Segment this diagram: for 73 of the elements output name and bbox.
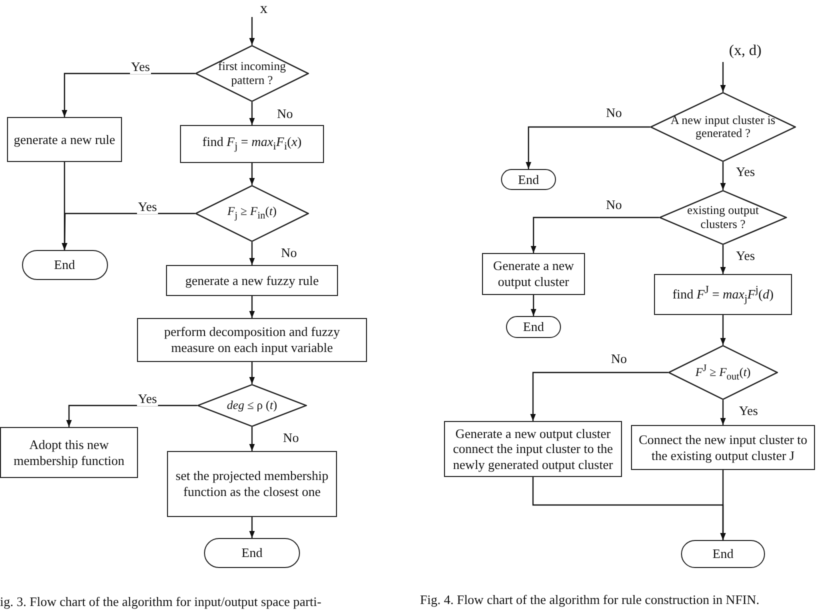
arrow	[62, 72, 195, 117]
arrow	[720, 315, 726, 345]
node-text: End	[712, 546, 734, 562]
arrow	[720, 245, 726, 274]
terminal-box	[501, 169, 556, 190]
process-box	[444, 421, 622, 477]
node-text: generate a new fuzzy rule	[185, 272, 319, 288]
node-text: Generate a new output cluster connect the input cluster to the newly generated output cluster	[452, 426, 614, 472]
arrow	[66, 404, 197, 427]
edge-label: Yes	[735, 165, 756, 180]
arrow	[249, 517, 255, 538]
edge-label: Yes	[735, 249, 756, 264]
process-box	[7, 117, 122, 162]
process-box	[0, 427, 138, 478]
arrow	[720, 62, 726, 92]
edge-label: Yes	[137, 200, 158, 214]
terminal-box	[506, 316, 561, 338]
process-box	[166, 265, 338, 296]
edge-label: No	[605, 106, 623, 120]
node-text: A new input cluster is generated ?	[670, 114, 776, 140]
terminal-box	[22, 250, 108, 280]
process-box	[137, 318, 367, 362]
node-text: Generate a new output cluster	[492, 258, 575, 290]
arrow	[249, 102, 255, 125]
arrow	[249, 242, 255, 265]
terminal-box	[204, 538, 300, 568]
terminal-box	[681, 540, 765, 568]
input-label: (x, d)	[729, 42, 762, 60]
node-text: F$_{j}$ ≥ F$_{in}$(t)	[226, 205, 278, 222]
figure-caption: Fig. 4. Flow chart of the algorithm for rule construction in NFIN.	[420, 592, 760, 608]
arrow	[526, 126, 650, 169]
node-text: Connect the new input cluster to the existing output cluster J	[638, 432, 808, 464]
arrow	[720, 162, 726, 190]
arrow	[249, 163, 255, 185]
node-text: End	[242, 545, 262, 561]
arrow	[249, 362, 255, 384]
process-box	[167, 451, 337, 517]
edge-label: Yes	[130, 60, 151, 74]
edge-label: No	[276, 107, 294, 122]
edge-label: Yes	[137, 392, 158, 406]
node-text: End	[518, 172, 539, 188]
edge-label: No	[605, 198, 623, 212]
edge-label: No	[282, 431, 300, 446]
input-label: x	[260, 0, 268, 18]
node-text: End	[523, 319, 544, 335]
arrow	[530, 295, 536, 316]
node-text: set the projected membership function as the closest one	[174, 468, 330, 500]
node-text: existing output clusters ?	[686, 204, 760, 231]
arrow	[530, 216, 659, 253]
node-text: perform decomposition and fuzzy measure on each input variable	[163, 324, 341, 356]
arrow	[249, 427, 255, 451]
edge-label: Yes	[738, 404, 759, 418]
node-text: deg ≤ ρ (t)	[226, 398, 278, 412]
arrow	[720, 470, 726, 540]
edge-label: No	[280, 246, 298, 260]
node-text: End	[54, 257, 75, 273]
process-box	[180, 125, 324, 163]
node-text: generate a new rule	[14, 132, 116, 148]
process-box	[631, 425, 815, 470]
arrow	[720, 400, 726, 425]
arrow	[249, 296, 255, 318]
arrow	[62, 212, 195, 250]
node-text: find F$^{J}$ = max$_{j}$F$^{j}$(d)	[672, 284, 774, 306]
process-box	[654, 274, 792, 315]
figure-caption: ig. 3. Flow chart of the algorithm for input/output space parti-	[0, 594, 322, 610]
node-text: find F$_{j}$ = max$_{i}$F$_{i}$(x)	[202, 134, 302, 154]
edge-label: No	[610, 352, 628, 366]
arrow	[249, 17, 255, 45]
node-text: Adopt this new membership function	[12, 436, 126, 468]
arrow	[530, 372, 668, 421]
process-box	[482, 253, 585, 295]
node-text: F$^{J}$ ≥ F$_{out}$(t)	[694, 362, 752, 382]
node-text: first incoming pattern ?	[217, 60, 287, 87]
